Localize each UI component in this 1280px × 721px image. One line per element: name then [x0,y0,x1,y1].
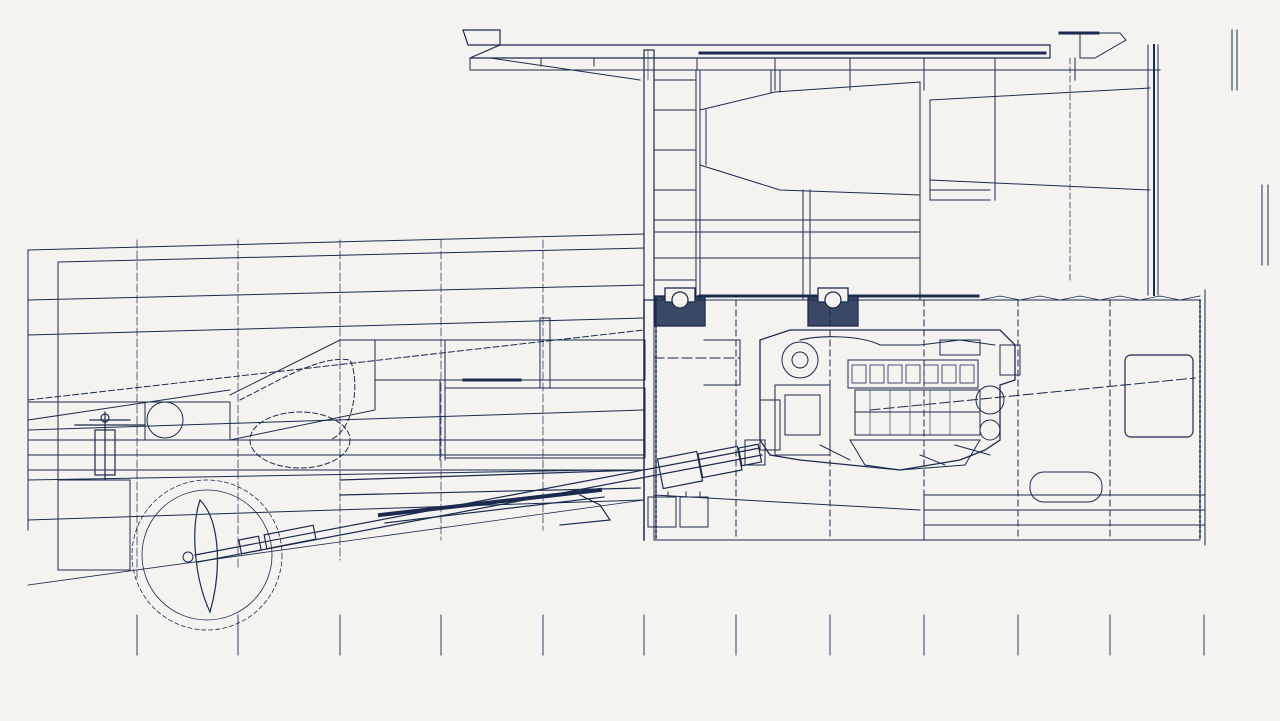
hull [27,233,1206,586]
mount-fwd [807,287,859,327]
station-ticks [136,614,1205,656]
propeller-shaft [194,443,763,563]
mount-aft [654,287,706,327]
superstructure [462,29,1269,301]
mounts [654,287,859,327]
fuel-tank [923,471,1206,541]
propeller [131,479,283,631]
engine [744,329,1021,471]
batteries [647,491,709,528]
rudder [74,411,146,481]
